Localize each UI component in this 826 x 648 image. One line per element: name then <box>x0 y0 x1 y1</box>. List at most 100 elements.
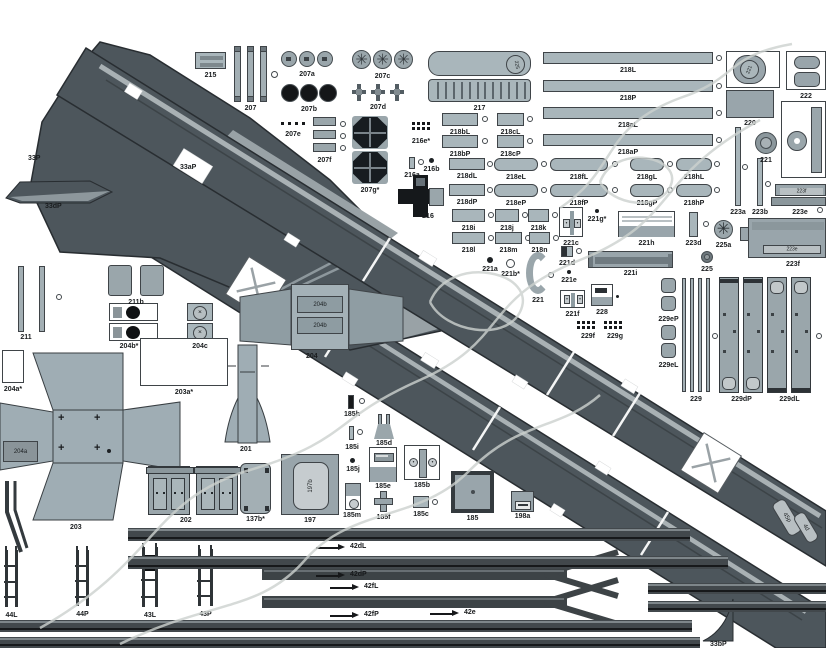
part-label-225a: 225a <box>715 242 732 249</box>
part-hrail <box>0 620 692 632</box>
part-detail <box>604 321 607 324</box>
part-detail <box>376 455 388 457</box>
part-detail <box>4 564 18 567</box>
part-207c: ✳✳✳ <box>352 50 413 70</box>
part-185c <box>413 496 429 508</box>
part-detail <box>163 492 165 494</box>
part-204a* <box>2 350 24 383</box>
arrow-icon <box>430 613 452 615</box>
part-detail: • <box>563 219 570 228</box>
part-detail: • <box>579 296 581 302</box>
arrow-label-42fL: 42fL <box>330 583 400 593</box>
part-label-218bL: 218bL <box>449 129 471 136</box>
part-detail <box>197 579 213 582</box>
part-detail <box>76 546 78 551</box>
part-detail <box>562 247 567 256</box>
part-detail: 225 <box>506 55 525 74</box>
part-detail <box>648 590 826 592</box>
part-229dP <box>719 277 764 393</box>
part-detail <box>412 122 415 125</box>
part-221b* <box>506 259 515 268</box>
part-detail <box>234 47 241 102</box>
part-label-229eP: 229eP <box>658 316 679 323</box>
part-225 <box>701 251 713 263</box>
part-ring <box>765 181 771 187</box>
part-detail <box>371 84 385 101</box>
part-hrail <box>648 601 826 612</box>
part-dot <box>107 449 111 453</box>
part-detail <box>682 278 686 392</box>
part-detail <box>234 46 241 52</box>
part-detail <box>723 312 726 316</box>
part-detail <box>5 546 7 551</box>
part-ring <box>576 248 582 254</box>
part-ring <box>667 161 673 167</box>
part-detail <box>733 330 736 334</box>
part-label-216b: 216b <box>423 166 440 173</box>
part-detail <box>113 327 122 338</box>
part-185h <box>348 395 354 409</box>
part-ring <box>742 164 748 170</box>
part-207f <box>313 117 336 154</box>
part-ring <box>817 207 823 213</box>
part-detail: • <box>409 458 418 467</box>
part-detail <box>281 51 297 67</box>
part-detail <box>141 595 158 598</box>
part-detail <box>723 349 726 353</box>
part-label-33bP: 33bP <box>710 641 727 648</box>
part-detail <box>795 312 798 316</box>
part-detail <box>313 117 336 126</box>
part-detail <box>128 565 728 567</box>
part-detail <box>356 89 362 95</box>
part-label-221e: 221e <box>561 277 577 284</box>
part-detail <box>304 56 310 61</box>
part-detail <box>211 492 213 494</box>
part-label-218eP: 218eP <box>505 200 527 207</box>
part-detail <box>577 321 580 324</box>
part-detail <box>247 96 254 102</box>
part-223f: 223e <box>748 218 826 258</box>
part-detail: ✳ <box>355 51 368 68</box>
part-label-221: 221 <box>760 157 772 164</box>
part-label-207: 207 <box>244 105 257 112</box>
part-detail <box>204 492 206 494</box>
part-207d <box>352 84 404 101</box>
part-detail <box>346 484 360 496</box>
arrow-label-42dP: 42dP <box>316 571 386 581</box>
part-detail: • <box>431 459 434 465</box>
part-detail <box>313 143 336 152</box>
part-216a <box>409 157 415 169</box>
part-218fP <box>550 184 608 197</box>
part-label-218k: 218k <box>530 225 547 232</box>
part-label-218eL: 218eL <box>506 174 526 181</box>
part-rect <box>781 101 826 178</box>
part-label-42e: 42e <box>464 609 476 616</box>
part-223e <box>771 197 826 206</box>
bent-strip <box>5 481 29 553</box>
part-detail <box>4 580 18 583</box>
part-detail <box>260 96 267 102</box>
part-ring <box>612 161 618 167</box>
part-229eL <box>661 325 676 359</box>
part-detail <box>0 628 692 630</box>
part-detail <box>516 82 519 99</box>
part-detail: ✳ <box>352 50 371 69</box>
part-label-218gL: 218gL <box>636 174 658 181</box>
part-label-221d: 221d <box>559 260 575 267</box>
part-label-185m: 185m <box>343 512 361 519</box>
part-label-218P: 218P <box>619 95 637 102</box>
part-label-218L: 218L <box>620 67 636 74</box>
part-218L <box>543 52 713 64</box>
part-label-218hP: 218hP <box>683 200 705 207</box>
part-detail <box>468 82 471 99</box>
part-detail <box>86 550 89 606</box>
part-ring <box>716 137 722 143</box>
part-detail <box>171 478 185 510</box>
part-detail <box>614 321 617 324</box>
part-label-221h: 221h <box>638 240 655 247</box>
part-185f <box>374 491 393 512</box>
part-ring <box>716 110 722 116</box>
part-207 <box>234 46 267 102</box>
part-label-229: 229 <box>690 396 702 403</box>
part-label-218gP: 218gP <box>636 200 658 207</box>
